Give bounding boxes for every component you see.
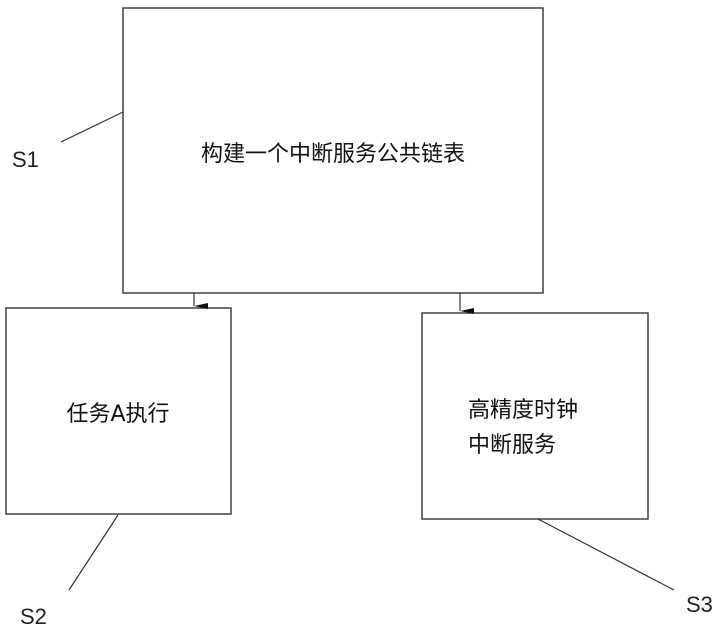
leader-line-s1 [61,112,123,142]
step-label-s1: S1 [12,147,39,172]
step-label-s3: S3 [686,592,713,617]
step-label-s2: S2 [20,604,47,629]
step-s3-text-line1: 高精度时钟 [468,398,578,423]
leader-line-s2 [69,515,118,590]
step-s2-text: 任务A执行 [66,402,169,427]
step-box-s2: 任务A执行 [6,308,231,514]
step-box-s1: 构建一个中断服务公共链表 [123,8,543,293]
leader-line-s3 [538,519,674,590]
step-box-s3: 高精度时钟 中断服务 [422,313,648,519]
step-s1-text: 构建一个中断服务公共链表 [201,142,465,167]
step-s3-text-line2: 中断服务 [468,433,556,458]
